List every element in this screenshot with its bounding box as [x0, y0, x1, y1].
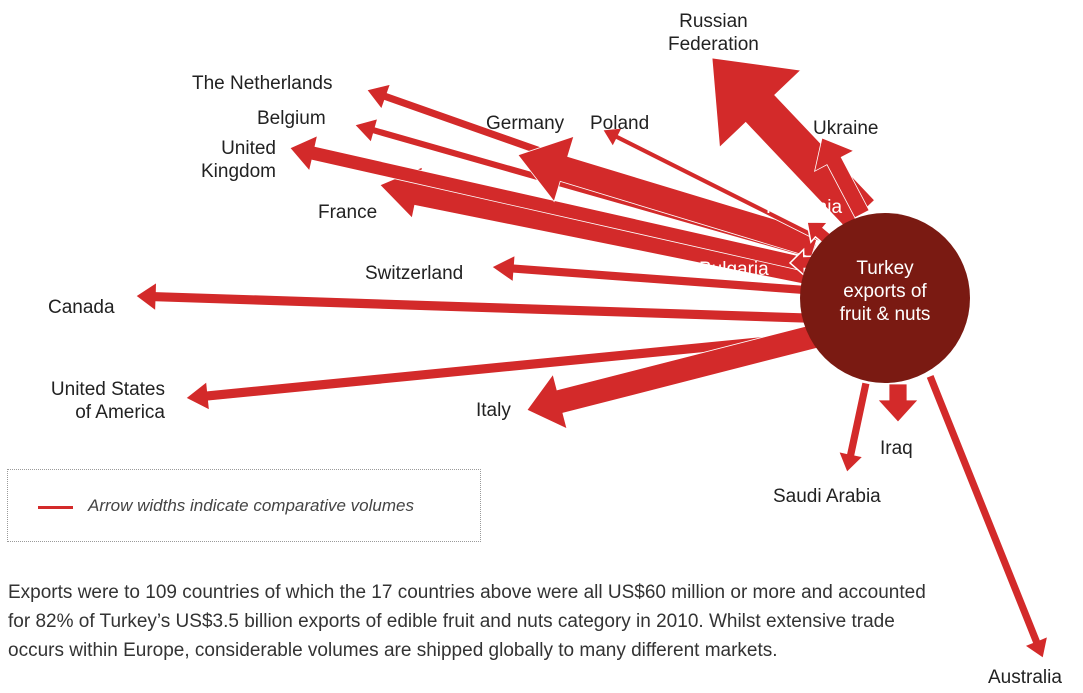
hub-circle — [800, 213, 970, 383]
label-canada: Canada — [48, 297, 115, 318]
arrow-canada — [135, 281, 806, 324]
label-united-kingdom: United Kingdom — [186, 137, 276, 183]
label-united-kingdom-line-1: United — [221, 138, 276, 159]
label-united-states-line-1: United States — [50, 379, 165, 400]
label-switzerland: Switzerland — [365, 263, 464, 284]
label-bulgaria: Bulgaria — [699, 259, 769, 280]
arrow-russian-federation — [711, 57, 876, 229]
label-russian-federation-line-2: Federation — [668, 34, 759, 55]
arrow-switzerland — [491, 254, 806, 295]
arrow-australia — [925, 373, 1048, 659]
label-poland: Poland — [590, 113, 650, 134]
arrow-italy — [526, 322, 824, 430]
label-france: France — [318, 202, 378, 223]
label-belgium: Belgium — [257, 108, 326, 129]
arrow-saudi-arabia — [838, 381, 871, 473]
legend: Arrow widths indicate comparative volume… — [7, 469, 481, 542]
hub-label-line-1: Turkey — [856, 258, 914, 279]
arrow-ukraine — [814, 137, 870, 219]
label-united-states-line-2: of America — [75, 402, 165, 423]
label-iraq: Iraq — [880, 438, 913, 459]
label-ukraine: Ukraine — [813, 118, 879, 139]
label-russian-federation: Russian Federation — [668, 10, 759, 56]
arrow-poland — [602, 127, 824, 243]
label-united-states: United States of America — [20, 378, 165, 424]
label-the-netherlands: The Netherlands — [192, 73, 333, 94]
footnote: Exports were to 109 countries of which t… — [8, 582, 926, 661]
label-russian-federation-line-1: Russian — [679, 11, 748, 32]
label-united-kingdom-line-2: Kingdom — [201, 161, 276, 182]
label-italy: Italy — [476, 400, 511, 421]
label-germany: Germany — [486, 113, 565, 134]
hub-label-line-3: fruit & nuts — [839, 304, 931, 325]
arrow-united-kingdom — [289, 135, 810, 273]
legend-line-swatch — [38, 506, 73, 509]
label-australia: Australia — [988, 667, 1062, 688]
arrow-iraq — [877, 383, 919, 423]
label-romania: Romania — [766, 197, 843, 218]
legend-text: Arrow widths indicate comparative volume… — [88, 496, 414, 515]
hub-label-line-2: exports of — [843, 281, 927, 302]
label-saudi-arabia: Saudi Arabia — [773, 486, 881, 507]
arrow-germany — [517, 135, 820, 258]
hub-label: Turkey exports of fruit & nuts — [803, 257, 967, 337]
